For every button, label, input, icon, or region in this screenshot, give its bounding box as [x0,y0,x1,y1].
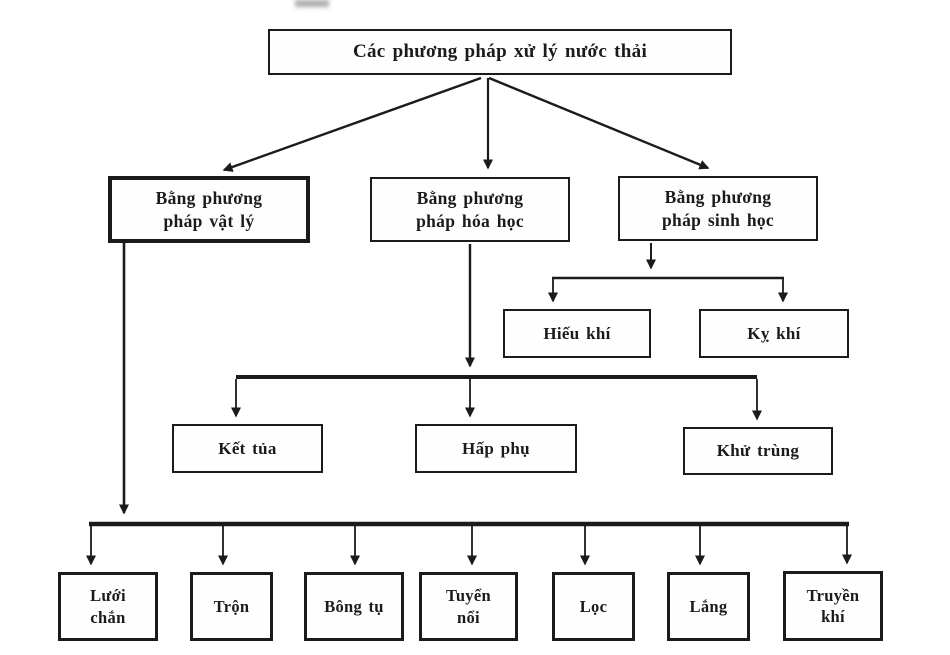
node-aerobic-label: Hiếu khí [543,323,611,343]
node-chemical-label-line2: pháp hóa học [416,210,524,231]
node-flocculation-label: Bông tụ [324,596,384,616]
node-adsorption: Hấp phụ [415,424,577,473]
node-precipitation: Kết tủa [172,424,323,473]
node-adsorption-label: Hấp phụ [462,438,530,458]
scan-artifact [295,0,329,7]
node-screening-label-line2: chắn [90,607,126,627]
node-precipitation-label: Kết tủa [218,438,277,458]
node-filtration: Lọc [552,572,635,641]
node-flotation-label-line1: Tuyển [446,586,491,606]
node-sedimentation-label: Lắng [689,596,728,616]
node-screening-label-line1: Lưới [90,586,126,606]
edge-root-biological [488,76,710,170]
node-anaerobic: Kỵ khí [699,309,849,358]
node-sedimentation: Lắng [667,572,750,641]
node-biological-label-line1: Bằng phương [664,187,772,208]
node-anaerobic-label: Kỵ khí [747,323,801,343]
node-disinfection-label: Khử trùng [716,441,800,461]
node-biological-label-line2: pháp sinh học [662,209,774,230]
node-aeration: Truyền khí [783,571,883,641]
node-flocculation: Bông tụ [304,572,404,641]
node-chemical: Bằng phương pháp hóa học [370,177,570,242]
edge-root-physical [222,76,482,172]
node-disinfection: Khử trùng [683,427,833,475]
node-physical-label-line2: pháp vật lý [163,210,255,231]
node-aerobic: Hiếu khí [503,309,651,358]
node-physical: Bằng phương pháp vật lý [108,176,310,243]
node-screening: Lưới chắn [58,572,158,641]
node-filtration-label: Lọc [579,596,608,616]
node-flotation: Tuyển nổi [419,572,518,641]
node-aeration-label-line1: Truyền [806,585,860,605]
node-mixing-label: Trộn [213,596,250,616]
node-mixing: Trộn [190,572,273,641]
node-root: Các phương pháp xử lý nước thải [268,29,732,75]
node-biological: Bằng phương pháp sinh học [618,176,818,241]
node-physical-label-line1: Bằng phương [155,188,263,209]
node-aeration-label-line2: khí [821,607,845,626]
node-root-label: Các phương pháp xử lý nước thải [352,40,648,62]
node-flotation-label-line2: nổi [457,607,480,627]
node-chemical-label-line1: Bằng phương [416,188,524,209]
